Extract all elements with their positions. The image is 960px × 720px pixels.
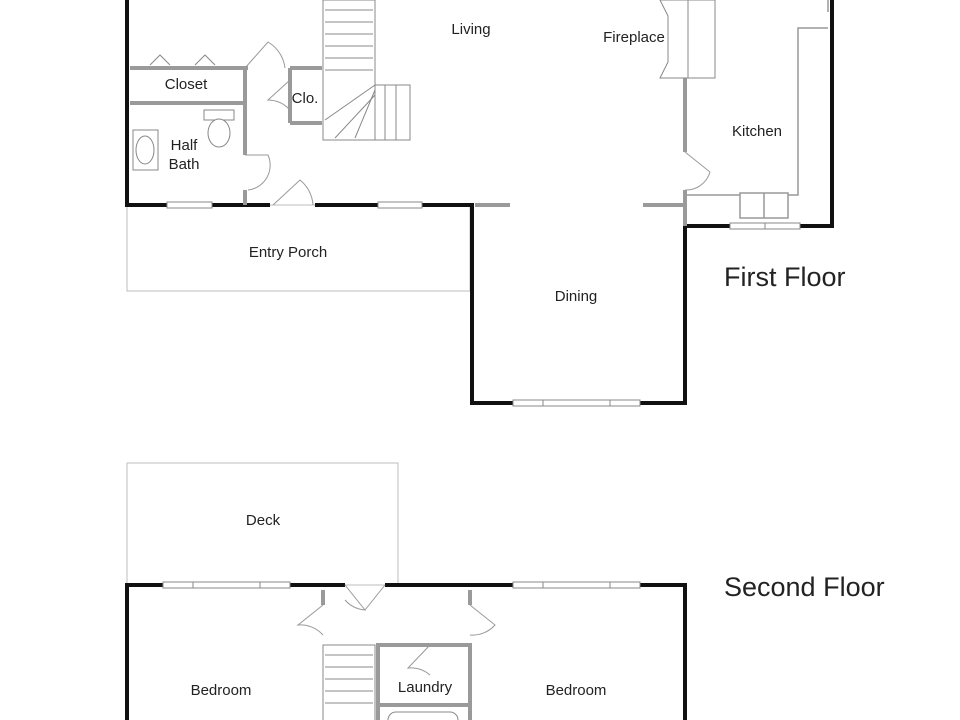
windows-2 (162, 581, 641, 589)
room-label-bedroom-right: Bedroom (545, 682, 607, 699)
second-floor-plan (125, 462, 687, 720)
room-label-closet: Closet (164, 76, 208, 93)
stairs (322, 0, 411, 141)
first-floor-title: First Floor (724, 262, 846, 292)
exterior-walls (125, 0, 834, 405)
interior-walls-2 (321, 590, 472, 720)
room-label-bedroom-left: Bedroom (190, 682, 252, 699)
room-label-kitchen: Kitchen (731, 123, 783, 140)
room-label-living: Living (451, 21, 491, 38)
stairs-2 (322, 644, 459, 720)
room-label-half-bath-1: Half (170, 137, 198, 154)
kitchen-counter (687, 0, 829, 219)
room-label-clo: Clo. (291, 90, 319, 107)
room-label-half-bath-2: Bath (168, 156, 200, 173)
closet-shelf (149, 54, 216, 66)
fireplace-icon (659, 0, 716, 79)
first-floor-plan (125, 0, 834, 407)
doors-2 (296, 584, 496, 676)
room-label-dining: Dining (554, 288, 598, 305)
room-label-fireplace: Fireplace (603, 29, 665, 46)
windows (166, 201, 801, 407)
room-label-entry-porch: Entry Porch (248, 244, 328, 261)
doors (244, 41, 711, 206)
room-label-laundry: Laundry (397, 679, 453, 696)
toilet-icon (203, 109, 235, 148)
second-floor-title: Second Floor (724, 572, 885, 602)
room-label-deck: Deck (245, 512, 281, 529)
sink-icon (132, 129, 159, 171)
